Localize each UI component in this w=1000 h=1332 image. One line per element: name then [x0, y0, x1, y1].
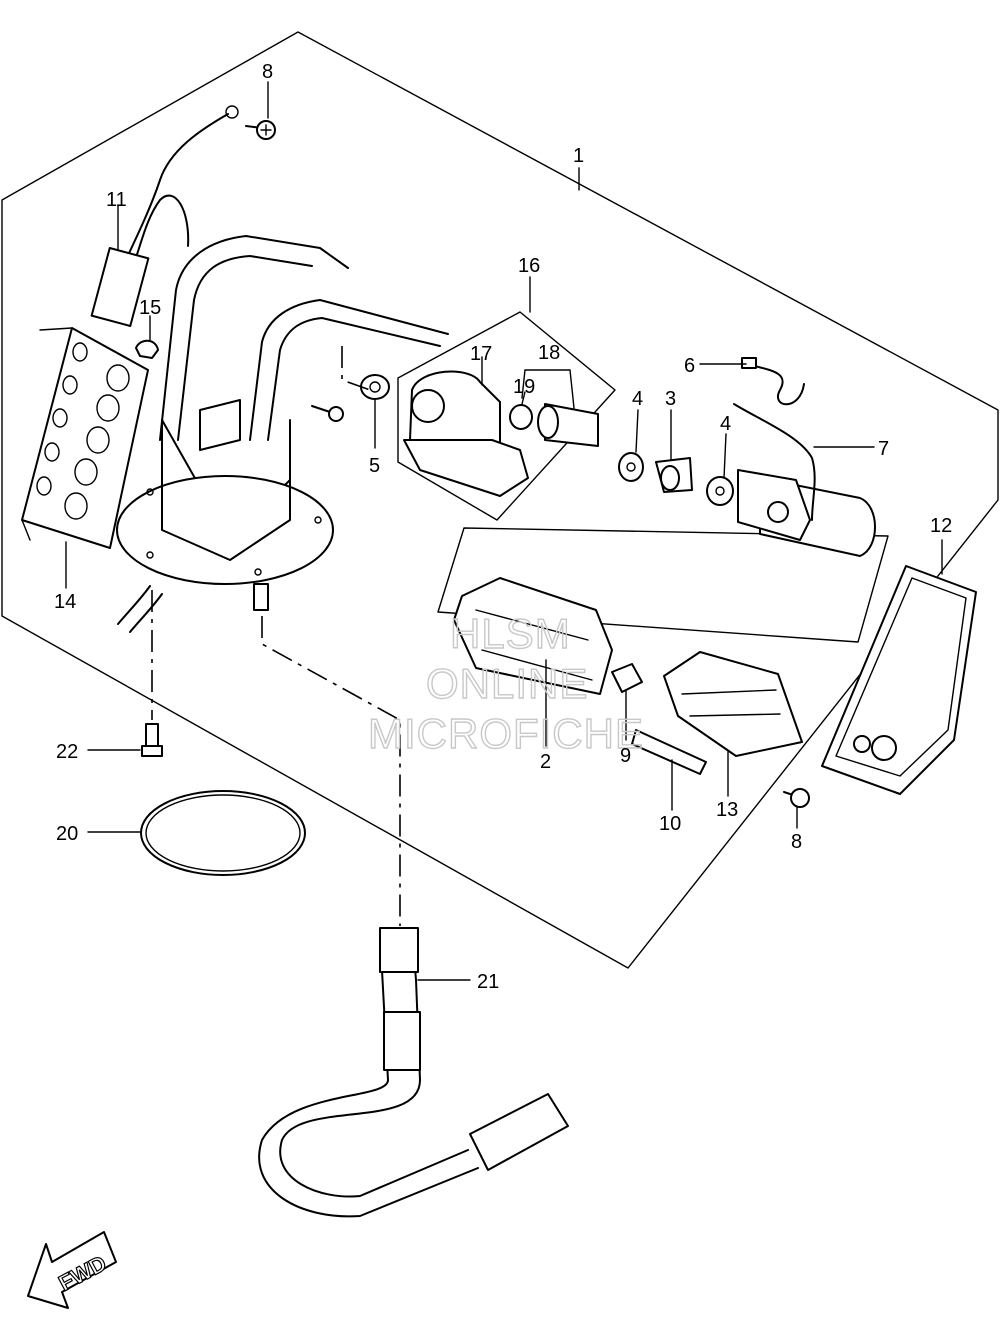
- washer-5: [360, 374, 390, 400]
- callout-4a: 4: [632, 388, 643, 410]
- clip-9: [611, 663, 643, 693]
- wire-harness: [90, 105, 239, 327]
- bracket-2: [453, 577, 613, 695]
- callout-3: 3: [665, 388, 676, 410]
- clip-15: [135, 339, 159, 359]
- callout-9: 9: [620, 745, 631, 767]
- washer-4b: [706, 476, 734, 506]
- mounting-plate: [116, 419, 334, 633]
- valve-group-boundary: [397, 311, 616, 521]
- watermark: HLSM ONLINE MICROFICHE: [367, 609, 644, 757]
- callout-1: 1: [573, 145, 584, 167]
- washer-4a: [618, 452, 644, 482]
- fwd-arrow: FWD: [27, 1231, 117, 1309]
- callout-21: 21: [477, 971, 499, 993]
- screw-8-bottom: [783, 788, 810, 808]
- callout-2: 2: [540, 751, 551, 773]
- arrow-icon: [27, 1231, 117, 1309]
- callout-13: 13: [716, 799, 738, 821]
- fuel-hose-21: [258, 927, 569, 1218]
- callout-8a: 8: [262, 61, 273, 83]
- regulator-17: [403, 370, 529, 497]
- screw-8-top: [245, 120, 276, 140]
- fitting-3: [655, 457, 693, 493]
- callout-7: 7: [878, 438, 889, 460]
- filter-18: [537, 403, 599, 447]
- assembly-boundary: [1, 31, 999, 969]
- callout-15: 15: [139, 297, 161, 319]
- callout-19: 19: [513, 376, 535, 398]
- callout-12: 12: [930, 515, 952, 537]
- screw-bracket: [311, 405, 344, 422]
- perforated-cover: [21, 327, 149, 549]
- part-10: [631, 729, 707, 775]
- callout-14: 14: [54, 591, 76, 613]
- watermark-line3: MICROFICHE: [368, 710, 644, 757]
- callout-17: 17: [470, 343, 492, 365]
- cover-13: [663, 651, 803, 757]
- gasket-20: [140, 790, 306, 876]
- pump-group-boundary: [437, 527, 889, 643]
- wire-6: [741, 357, 805, 406]
- dash-line-3: [341, 346, 371, 391]
- watermark-line2: ONLINE: [426, 660, 588, 707]
- callout-18: 18: [538, 342, 560, 364]
- o-ring-19: [509, 404, 533, 430]
- callout-8b: 8: [791, 831, 802, 853]
- leader-lines: [65, 81, 943, 981]
- callout-4b: 4: [720, 413, 731, 435]
- fuel-pump-7: [733, 403, 876, 557]
- bolt-22: [141, 723, 163, 757]
- callout-10: 10: [659, 813, 681, 835]
- pump-bracket: [159, 235, 449, 541]
- callout-20: 20: [56, 823, 78, 845]
- callout-6: 6: [684, 355, 695, 377]
- watermark-line1: HLSM: [450, 610, 571, 657]
- callout-11: 11: [106, 189, 127, 211]
- dash-line-2: [261, 616, 401, 926]
- callout-22: 22: [56, 741, 78, 763]
- level-gauge-12: [821, 565, 977, 795]
- callout-5: 5: [369, 455, 380, 477]
- callout-16: 16: [518, 255, 540, 277]
